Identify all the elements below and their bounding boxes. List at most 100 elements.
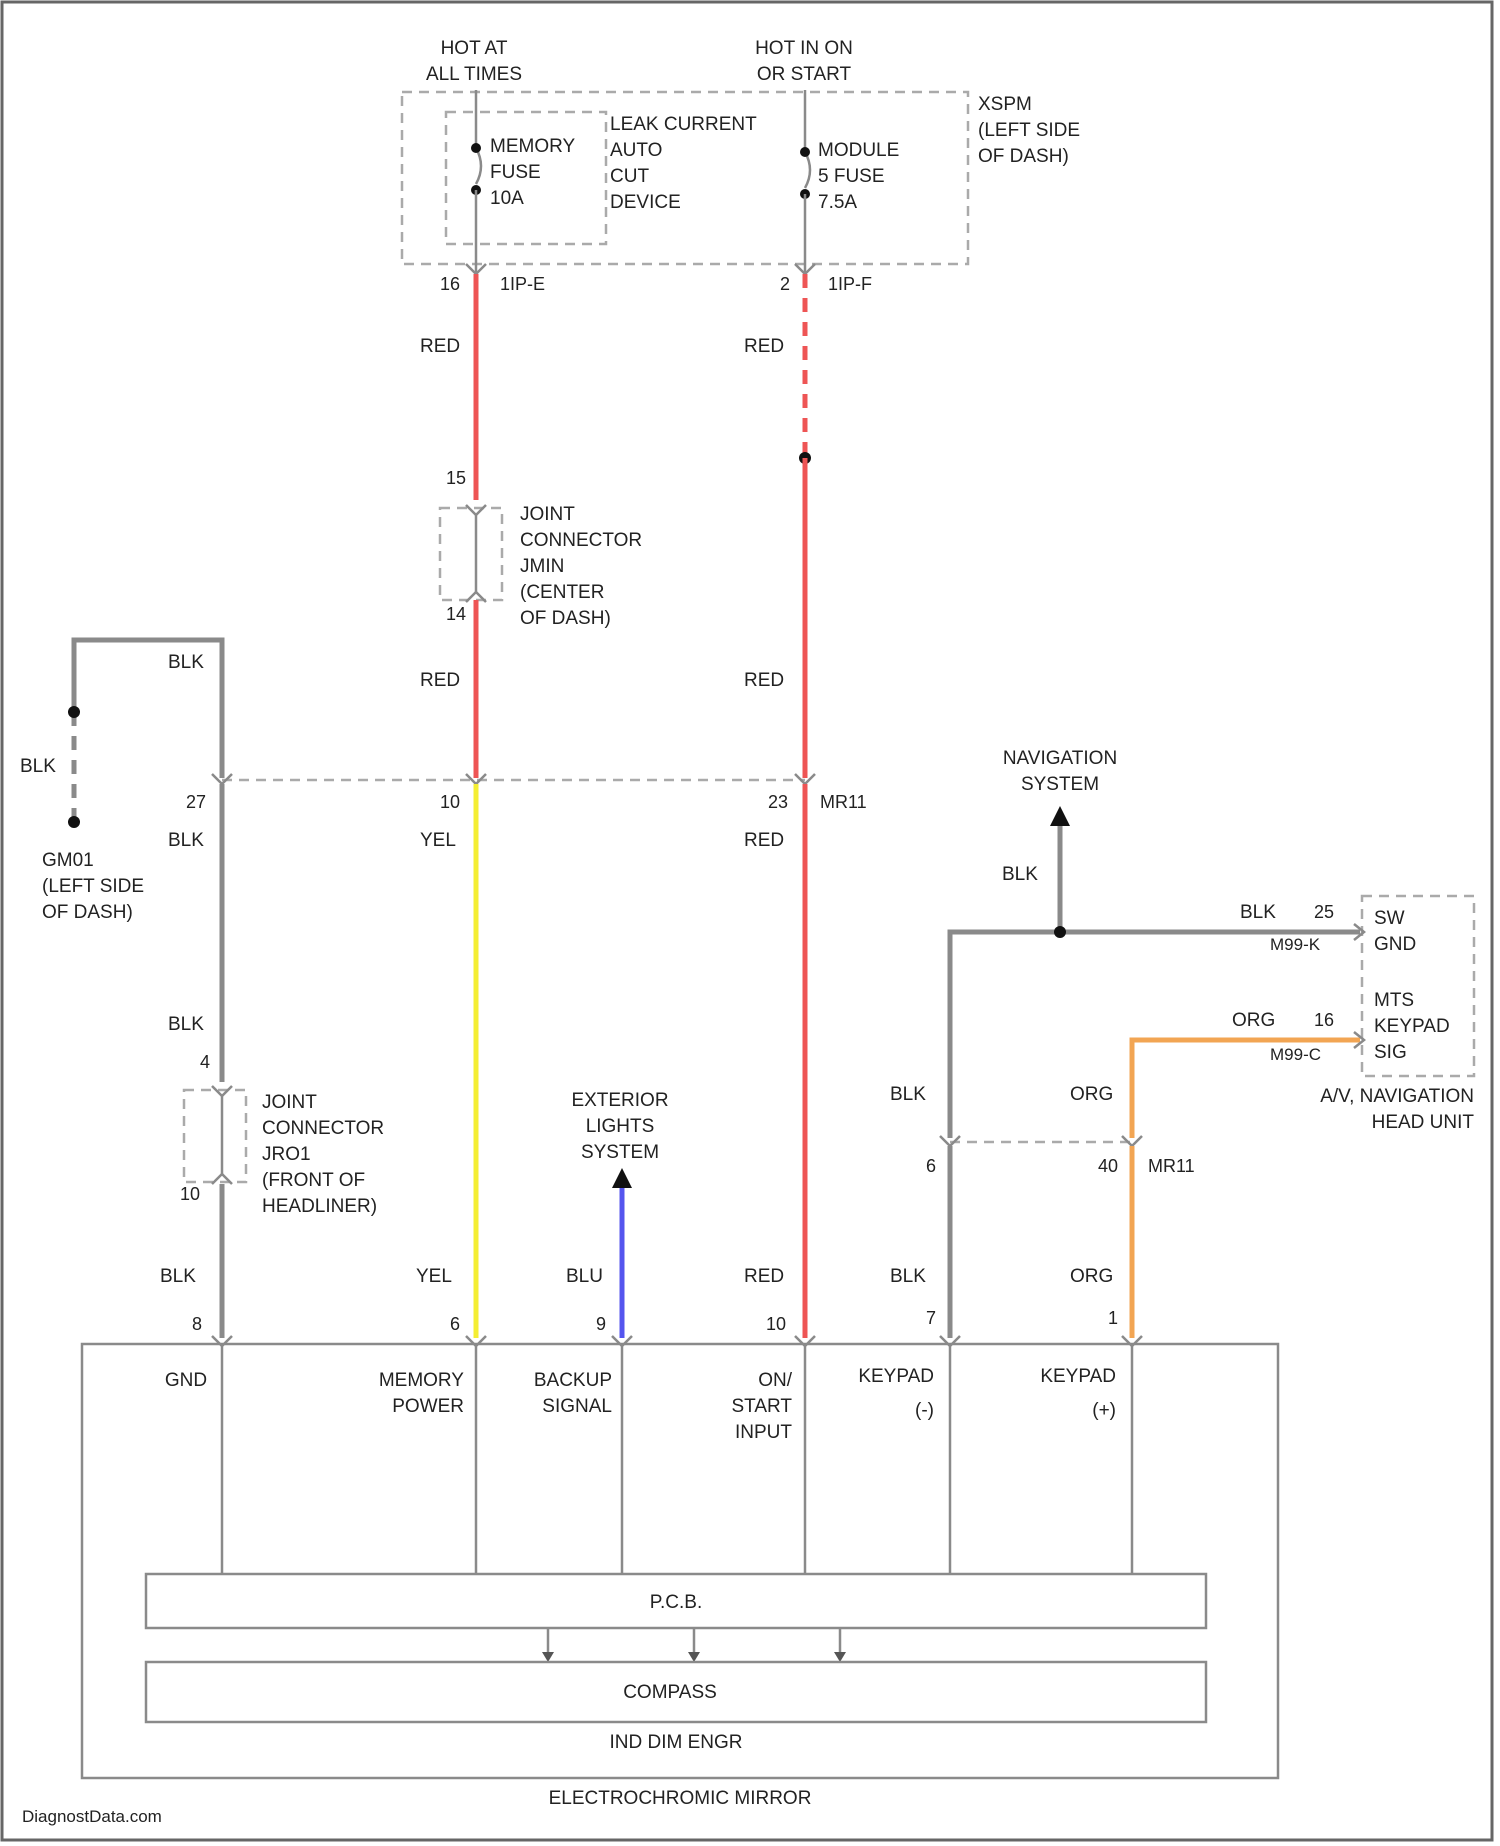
headunit-conn-kp: M99-C bbox=[1270, 1045, 1321, 1064]
gm01-label-3: OF DASH) bbox=[42, 902, 133, 923]
navigation-arrow-icon bbox=[1050, 806, 1070, 826]
jmin-label-2: CONNECTOR bbox=[520, 530, 642, 551]
jmin-label: JOINT CONNECTOR JMIN (CENTER OF DASH) bbox=[520, 504, 642, 629]
gm01-label-1: GM01 bbox=[42, 850, 94, 871]
xspm-label-1: XSPM bbox=[978, 94, 1032, 115]
memory-fuse-label: MEMORY FUSE 10A bbox=[490, 136, 575, 209]
memory-fuse-symbol bbox=[476, 148, 481, 184]
headunit-name-2: HEAD UNIT bbox=[1372, 1112, 1475, 1133]
jmin-label-4: (CENTER bbox=[520, 582, 604, 603]
navigation-label-1: NAVIGATION bbox=[1003, 748, 1117, 769]
exterior-lights-label: EXTERIOR LIGHTS SYSTEM bbox=[571, 1090, 668, 1163]
pcb-compass-arrow-icon-2 bbox=[688, 1652, 700, 1662]
ground-splice bbox=[68, 706, 80, 718]
mirror-label-memory: MEMORY POWER bbox=[379, 1370, 464, 1417]
exterior-lights-label-1: EXTERIOR bbox=[571, 1090, 668, 1111]
mirror-pin-kp-plus: 1 bbox=[1108, 1308, 1118, 1328]
headunit-kp-label-3: SIG bbox=[1374, 1042, 1407, 1063]
wire-color-red-3: RED bbox=[744, 336, 784, 357]
wire-color-org-1: ORG bbox=[1232, 1010, 1275, 1031]
wire-color-blk-5: BLK bbox=[160, 1266, 196, 1287]
fusebox-pin-left: 16 bbox=[440, 274, 460, 294]
module-fuse-terminal-top bbox=[800, 147, 810, 157]
watermark: DiagnostData.com bbox=[22, 1807, 162, 1826]
wire-color-blk-9: BLK bbox=[890, 1266, 926, 1287]
jro1-pin-bottom: 10 bbox=[180, 1184, 200, 1204]
mirror-label-backup: BACKUP SIGNAL bbox=[534, 1370, 612, 1417]
pcb-label: P.C.B. bbox=[650, 1592, 702, 1613]
supply-labels: HOT AT ALL TIMES HOT IN ON OR START bbox=[426, 38, 853, 85]
wire-color-blk-4: BLK bbox=[168, 1014, 204, 1035]
wire-color-blk-6: BLK bbox=[1002, 864, 1038, 885]
jmin-label-1: JOINT bbox=[520, 504, 575, 525]
wire-color-red-6: RED bbox=[744, 1266, 784, 1287]
wire-color-org-2: ORG bbox=[1070, 1084, 1113, 1105]
mr11-name-bottom: MR11 bbox=[1148, 1156, 1195, 1176]
wire-color-yel-1: YEL bbox=[420, 830, 456, 851]
mirror-title: ELECTROCHROMIC MIRROR bbox=[549, 1788, 812, 1809]
mr11-pin-mem: 10 bbox=[440, 792, 460, 812]
jro1-pin-top: 4 bbox=[200, 1052, 210, 1072]
headunit-kp-label: MTS KEYPAD SIG bbox=[1374, 990, 1450, 1063]
hot-always-label-2: ALL TIMES bbox=[426, 64, 522, 85]
leak-device-label-3: CUT bbox=[610, 166, 649, 187]
headunit-kp-label-2: KEYPAD bbox=[1374, 1016, 1450, 1037]
mirror-label-memory-1: MEMORY bbox=[379, 1370, 464, 1391]
module-fuse-label-2: 5 FUSE bbox=[818, 166, 885, 187]
jro1-label-5: HEADLINER) bbox=[262, 1196, 377, 1217]
exterior-lights-label-3: SYSTEM bbox=[581, 1142, 659, 1163]
mirror-label-memory-2: POWER bbox=[392, 1396, 464, 1417]
jro1-label-4: (FRONT OF bbox=[262, 1170, 365, 1191]
navigation-system-label: NAVIGATION SYSTEM bbox=[1003, 748, 1117, 795]
mr11-pin-kp-minus: 6 bbox=[926, 1156, 936, 1176]
memory-fuse-terminal-top bbox=[471, 143, 481, 153]
wire-color-blk-3: BLK bbox=[168, 830, 204, 851]
headunit-conn-gnd: M99-K bbox=[1270, 935, 1321, 954]
wire-color-org-3: ORG bbox=[1070, 1266, 1113, 1287]
leak-device-label-4: DEVICE bbox=[610, 192, 681, 213]
wire-color-blk-7: BLK bbox=[1240, 902, 1276, 923]
jmin-label-3: JMIN bbox=[520, 556, 564, 577]
leak-device-label: LEAK CURRENT AUTO CUT DEVICE bbox=[610, 114, 757, 213]
mirror-label-kp-minus: KEYPAD (-) bbox=[858, 1366, 934, 1421]
headunit-gnd-label: SW GND bbox=[1374, 908, 1416, 955]
headunit-name: A/V, NAVIGATION HEAD UNIT bbox=[1320, 1086, 1474, 1133]
headunit-gnd-label-1: SW bbox=[1374, 908, 1405, 929]
mirror-label-kp-minus-2: (-) bbox=[915, 1400, 934, 1421]
headunit-gnd-label-2: GND bbox=[1374, 934, 1416, 955]
mirror-label-backup-2: SIGNAL bbox=[542, 1396, 612, 1417]
mirror-label-ign-2: START bbox=[731, 1396, 792, 1417]
mirror-pin-backup: 9 bbox=[596, 1314, 606, 1334]
leak-device-label-2: AUTO bbox=[610, 140, 662, 161]
wire-color-blk-1: BLK bbox=[168, 652, 204, 673]
xspm-label: XSPM (LEFT SIDE OF DASH) bbox=[978, 94, 1080, 167]
mirror-label-ign-1: ON/ bbox=[758, 1370, 793, 1391]
mirror-label-ign: ON/ START INPUT bbox=[731, 1370, 792, 1443]
memory-fuse-label-1: MEMORY bbox=[490, 136, 575, 157]
gm01-label: GM01 (LEFT SIDE OF DASH) bbox=[42, 850, 144, 923]
jmin-connector-top bbox=[466, 505, 486, 515]
leak-device-label-1: LEAK CURRENT bbox=[610, 114, 757, 135]
mr11-name-top: MR11 bbox=[820, 792, 867, 812]
ground-point bbox=[68, 816, 80, 828]
exterior-lights-label-2: LIGHTS bbox=[586, 1116, 655, 1137]
module-fuse-label-1: MODULE bbox=[818, 140, 899, 161]
exterior-lights-arrow-icon bbox=[612, 1168, 632, 1188]
wire-color-blu: BLU bbox=[566, 1266, 603, 1287]
mirror-label-kp-plus-2: (+) bbox=[1092, 1400, 1116, 1421]
pcb-compass-arrow-icon-1 bbox=[542, 1652, 554, 1662]
headunit-kp-label-1: MTS bbox=[1374, 990, 1414, 1011]
wire-color-red-4: RED bbox=[744, 670, 784, 691]
wire-color-blk-2: BLK bbox=[20, 756, 56, 777]
fusebox-conn-left: 1IP-E bbox=[500, 274, 545, 294]
keypad-ground-splice bbox=[1054, 926, 1066, 938]
wire-color-yel-2: YEL bbox=[416, 1266, 452, 1287]
jro1-connector-box bbox=[184, 1090, 246, 1182]
mirror-sub-title: IND DIM ENGR bbox=[610, 1732, 743, 1753]
module-fuse-label: MODULE 5 FUSE 7.5A bbox=[818, 140, 899, 213]
jro1-label-1: JOINT bbox=[262, 1092, 317, 1113]
jmin-pin-top: 15 bbox=[446, 468, 466, 488]
hot-always-label-1: HOT AT bbox=[441, 38, 508, 59]
mr11-pin-gnd: 27 bbox=[186, 792, 206, 812]
mirror-label-ign-3: INPUT bbox=[735, 1422, 792, 1443]
